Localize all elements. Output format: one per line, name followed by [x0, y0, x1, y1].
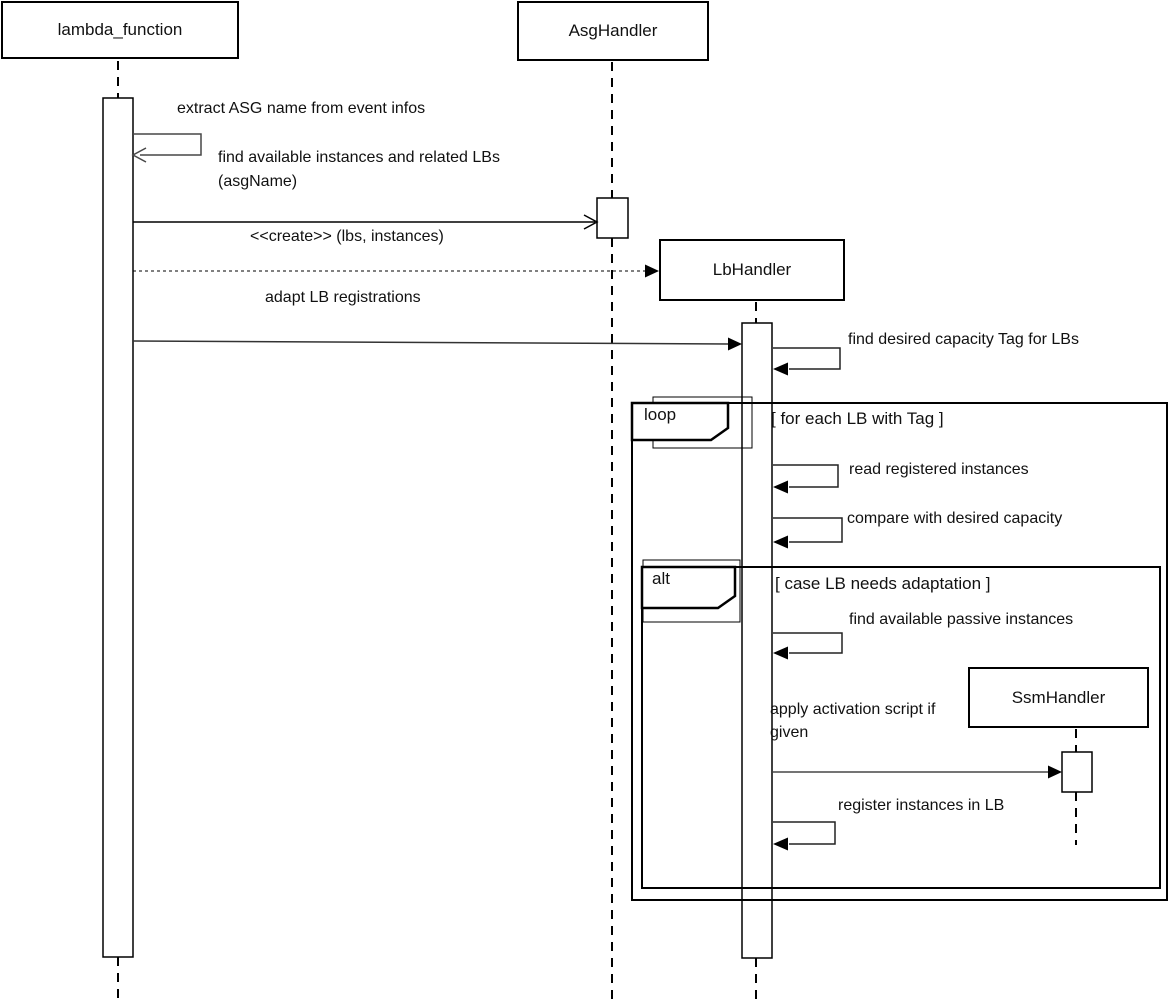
- activation-asg-handler: [596, 197, 629, 239]
- arrowhead-find-instances-open: [583, 214, 599, 230]
- message-label-find-instances-line2: (asgName): [218, 173, 298, 190]
- message-label-apply-script-line2: given: [770, 724, 809, 741]
- loop-guard-label: [ for each LB with Tag ]: [771, 409, 944, 428]
- arrow-extract-asg-self: [133, 133, 202, 156]
- message-label-find-capacity-tag: find desired capacity Tag for LBs: [848, 331, 1079, 348]
- actor-label-ssm-handler: SsmHandler: [1011, 687, 1106, 707]
- actor-box-ssm-handler: SsmHandler: [968, 667, 1149, 728]
- message-label-extract-asg: extract ASG name from event infos: [177, 100, 426, 117]
- actor-box-lb-handler: LbHandler: [659, 239, 845, 301]
- arrow-adapt-lb: [132, 340, 730, 345]
- arrowhead-register-instances: [773, 837, 788, 851]
- message-label-find-passive: find available passive instances: [849, 611, 1074, 628]
- loop-fragment-frame: [631, 402, 1168, 901]
- actor-label-asg-handler: AsgHandler: [568, 21, 658, 40]
- message-label-adapt-lb: adapt LB registrations: [265, 289, 421, 306]
- arrowhead-find-passive: [773, 646, 788, 660]
- arrowhead-compare-capacity: [773, 535, 788, 549]
- arrowhead-adapt-lb-filled: [728, 337, 742, 351]
- message-label-apply-script-line1: apply activation script if: [770, 701, 936, 718]
- arrowhead-read-registered: [773, 480, 788, 494]
- actor-box-asg-handler: AsgHandler: [517, 1, 709, 61]
- alt-operator-pentagon: [640, 565, 737, 610]
- arrow-find-capacity-tag-self: [773, 347, 841, 370]
- message-label-register-instances: register instances in LB: [838, 797, 1005, 814]
- message-label-compare-capacity: compare with desired capacity: [847, 510, 1063, 527]
- arrow-register-instances-self: [773, 821, 836, 845]
- actor-label-lb-handler: LbHandler: [712, 260, 792, 279]
- arrow-find-passive-self: [773, 632, 843, 654]
- actor-label-lambda-function: lambda_function: [57, 20, 183, 39]
- loop-operator-pentagon: [630, 401, 730, 442]
- loop-operator-label: loop: [644, 405, 677, 424]
- activation-ssm-handler: [1061, 751, 1093, 793]
- arrow-compare-capacity-self: [773, 517, 843, 543]
- alt-operator-label: alt: [652, 569, 670, 588]
- message-label-find-instances-line1: find available instances and related LBs: [218, 149, 500, 166]
- activation-lb-handler: [741, 322, 773, 959]
- arrowhead-create-lb-filled: [645, 264, 659, 278]
- arrowhead-find-capacity-tag: [773, 362, 788, 376]
- activation-lambda-function: [102, 97, 134, 958]
- message-label-read-registered: read registered instances: [849, 461, 1029, 478]
- alt-guard-label: [ case LB needs adaptation ]: [775, 574, 991, 593]
- actor-box-lambda-function: lambda_function: [1, 1, 239, 59]
- arrow-read-registered-self: [773, 464, 839, 488]
- alt-fragment-frame: [641, 566, 1161, 889]
- arrowhead-extract-asg-open: [131, 147, 147, 163]
- message-label-create-lb: <<create>> (lbs, instances): [250, 228, 444, 245]
- arrowhead-apply-script-filled: [1048, 765, 1062, 779]
